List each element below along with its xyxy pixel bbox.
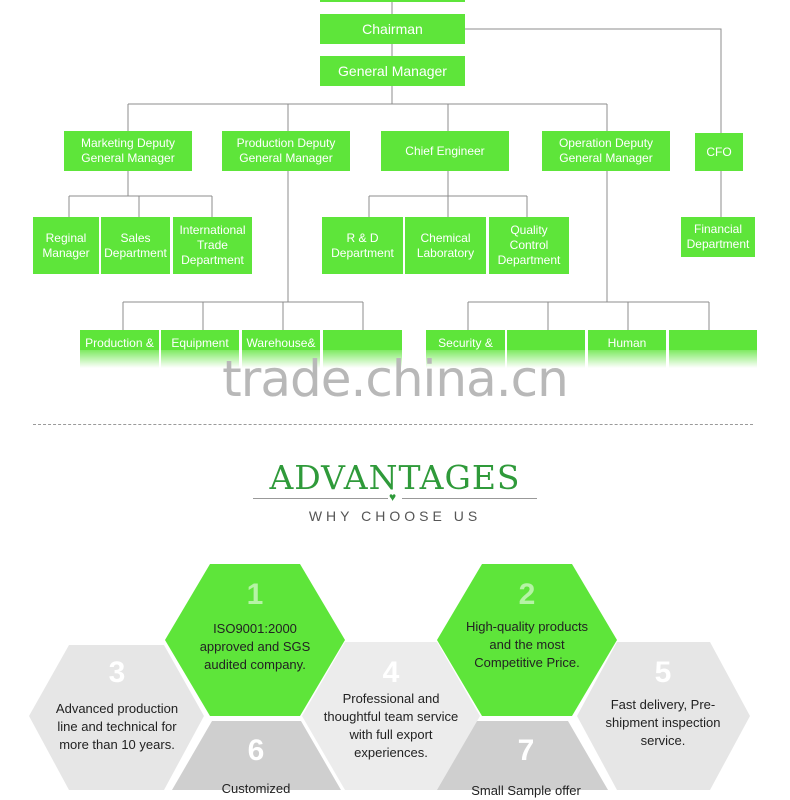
org-node-rd: R & D Department	[322, 217, 403, 274]
advantages-subtitle: WHY CHOOSE US	[308, 508, 482, 524]
org-node-label: Chief Engineer	[405, 143, 485, 158]
org-node-label: Chemical Laboratory	[416, 230, 475, 260]
hex-3-number: 3	[108, 656, 126, 689]
title-rule-right	[402, 498, 537, 499]
org-node-operation: Operation Deputy General Manager	[542, 131, 670, 171]
org-node-label: Operation Deputy General Manager	[558, 136, 654, 165]
org-node-label: Human	[607, 336, 647, 350]
hex-5	[577, 642, 750, 790]
org-node-label: Production Deputy General Manager	[236, 136, 336, 165]
org-node-label: Chairman	[362, 20, 423, 37]
hex-7-text: Small Sample offer	[471, 783, 581, 798]
hex-1-number: 1	[246, 578, 264, 611]
hex-4-number: 4	[382, 656, 400, 689]
org-node-label: R & D Department	[331, 230, 394, 260]
hex-5-text: Fast delivery, Pre-shipment inspection s…	[605, 697, 721, 748]
watermark: trade.china.cn	[222, 350, 569, 408]
org-node-production: Production Deputy General Manager	[222, 131, 350, 171]
hex-4	[302, 642, 480, 790]
org-node-cfo: CFO	[695, 133, 743, 171]
org-node-international-trade: International Trade Department	[173, 217, 252, 274]
org-node-sales: Sales Department	[101, 217, 170, 274]
org-chart-connectors	[68, 0, 722, 330]
org-node-label: CFO	[706, 144, 732, 159]
hex-2-text: High-quality products and the most Compe…	[465, 619, 589, 670]
hex-7	[436, 721, 608, 790]
org-node-label: Equipment	[171, 336, 229, 350]
org-node-quality-control: Quality Control Department	[489, 217, 569, 274]
org-node-label: Production &	[85, 336, 154, 350]
org-node-label: Reginal Manager	[42, 230, 90, 260]
section-divider	[33, 424, 753, 425]
org-node-label: Financial Department	[686, 222, 750, 251]
org-node-chief-engineer: Chief Engineer	[381, 131, 509, 171]
org-node-label: Security &	[438, 336, 493, 350]
hex-2-number: 2	[518, 578, 536, 611]
org-node-reginal-manager: Reginal Manager	[33, 217, 99, 274]
title-rule-left	[253, 498, 388, 499]
heart-icon: ♥	[389, 490, 397, 504]
fade-overlay	[70, 350, 770, 380]
org-node-label: Sales Department	[104, 230, 167, 260]
hex-6	[172, 721, 341, 790]
hex-6-number: 6	[247, 734, 265, 767]
org-node-label: Warehouse&	[246, 336, 316, 350]
org-node-chairman: Chairman	[320, 14, 465, 44]
org-node-label: Marketing Deputy General Manager	[80, 136, 176, 165]
hex-2	[437, 564, 617, 716]
hex-3-text: Advanced production line and technical f…	[55, 701, 179, 752]
org-node-top-stub	[320, 0, 465, 2]
advantages-title: ADVANTAGES	[269, 458, 521, 497]
hex-4-text: Professional and thoughtful team service…	[323, 691, 459, 760]
org-node-financial: Financial Department	[681, 217, 755, 257]
hex-7-number: 7	[517, 734, 535, 767]
hex-3	[29, 645, 204, 790]
org-node-marketing: Marketing Deputy General Manager	[64, 131, 192, 171]
org-node-chemical-lab: Chemical Laboratory	[405, 217, 486, 274]
hex-1	[165, 564, 345, 716]
org-node-label: Quality Control Department	[497, 223, 561, 267]
org-node-general-manager: General Manager	[320, 56, 465, 86]
hex-6-text: Customized	[221, 781, 291, 796]
org-node-label: General Manager	[338, 62, 447, 79]
hex-5-number: 5	[654, 656, 672, 689]
org-node-label: International Trade Department	[179, 223, 246, 267]
hex-1-text: ISO9001:2000 approved and SGS audited co…	[199, 621, 311, 672]
